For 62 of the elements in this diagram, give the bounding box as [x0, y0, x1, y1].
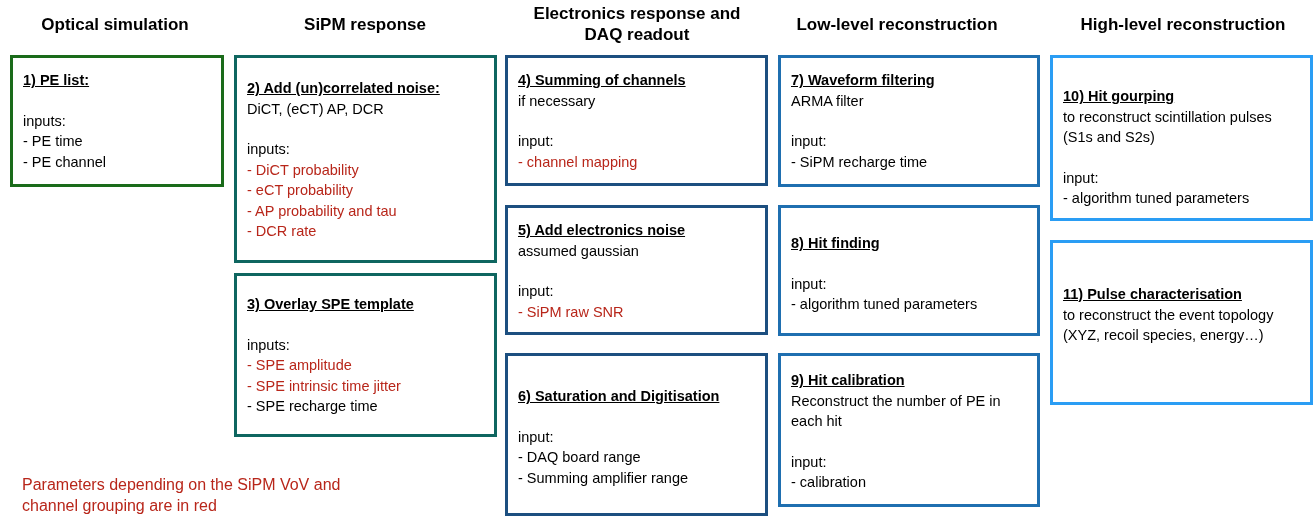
process-box	[1050, 55, 1313, 221]
column-heading: Optical simulation	[41, 13, 189, 35]
step-text: - SPE amplitude	[247, 356, 353, 375]
step-text: - SiPM recharge time	[791, 152, 929, 172]
step-text: inputs:	[23, 111, 67, 131]
column-heading: Electronics response and DAQ readout	[532, 3, 742, 45]
step-title: 4) Summing of channels	[518, 71, 687, 90]
step-title: 10) Hit gourping	[1063, 87, 1176, 106]
step-text: input:	[791, 274, 828, 294]
step-title: 5) Add electronics noise	[518, 221, 687, 240]
step-text: DiCT, (eCT) AP, DCR	[247, 99, 385, 119]
step-text: - DiCT probability	[247, 160, 360, 180]
process-box	[1050, 240, 1313, 405]
step-text: if necessary	[518, 91, 597, 111]
step-text: input:	[518, 282, 555, 301]
process-box	[778, 55, 1040, 187]
step-text: - PE channel	[23, 152, 108, 172]
step-text: input:	[1063, 168, 1100, 188]
step-title: 2) Add (un)correlated noise:	[247, 79, 441, 98]
step-text: - calibration	[791, 473, 867, 492]
legend-note: Parameters depending on the SiPM VoV and channel grouping are in red	[22, 475, 342, 516]
step-text: inputs:	[247, 140, 291, 159]
step-text: - AP probability and tau	[247, 201, 398, 221]
process-box	[505, 55, 768, 186]
process-box	[505, 205, 768, 335]
step-title: 8) Hit finding	[791, 234, 881, 253]
step-title: 11) Pulse characterisation	[1063, 285, 1243, 304]
process-box	[778, 205, 1040, 336]
step-text: input:	[791, 132, 828, 151]
step-text: input:	[791, 452, 828, 472]
process-box	[234, 273, 497, 437]
process-box	[10, 55, 224, 187]
step-text: - DCR rate	[247, 222, 318, 241]
step-title: 9) Hit calibration	[791, 371, 906, 390]
column-heading: SiPM response	[304, 13, 426, 35]
step-text: inputs:	[247, 335, 291, 355]
step-text: input:	[518, 427, 555, 447]
step-text: - SPE intrinsic time jitter	[247, 376, 402, 396]
column-heading: High-level reconstruction	[1080, 13, 1286, 35]
step-text: to reconstruct scintillation pulses (S1s and S2s)	[1063, 107, 1273, 147]
step-text: to reconstruct the event topology (XYZ, recoil species, energy…)	[1063, 305, 1275, 345]
step-text: Reconstruct the number of PE in each hit	[791, 391, 1002, 431]
step-text: - algorithm tuned parameters	[791, 295, 979, 314]
step-text: input:	[518, 132, 555, 151]
process-box	[505, 353, 768, 516]
step-text: - DAQ board range	[518, 448, 642, 467]
step-title: 7) Waveform filtering	[791, 71, 936, 90]
step-title: 1) PE list:	[23, 71, 91, 90]
step-text: - PE time	[23, 132, 84, 151]
step-text: - channel mapping	[518, 152, 639, 172]
step-text: assumed gaussian	[518, 241, 640, 261]
step-text: - SPE recharge time	[247, 397, 379, 416]
step-title: 3) Overlay SPE template	[247, 295, 415, 314]
process-box	[234, 55, 497, 263]
step-text: ARMA filter	[791, 91, 865, 111]
step-text: - Summing amplifier range	[518, 468, 690, 488]
step-text: - algorithm tuned parameters	[1063, 189, 1251, 208]
step-title: 6) Saturation and Digitisation	[518, 387, 721, 406]
step-text: - SiPM raw SNR	[518, 302, 625, 322]
step-text: - eCT probability	[247, 181, 355, 200]
process-box	[778, 353, 1040, 507]
column-heading: Low-level reconstruction	[796, 13, 998, 35]
